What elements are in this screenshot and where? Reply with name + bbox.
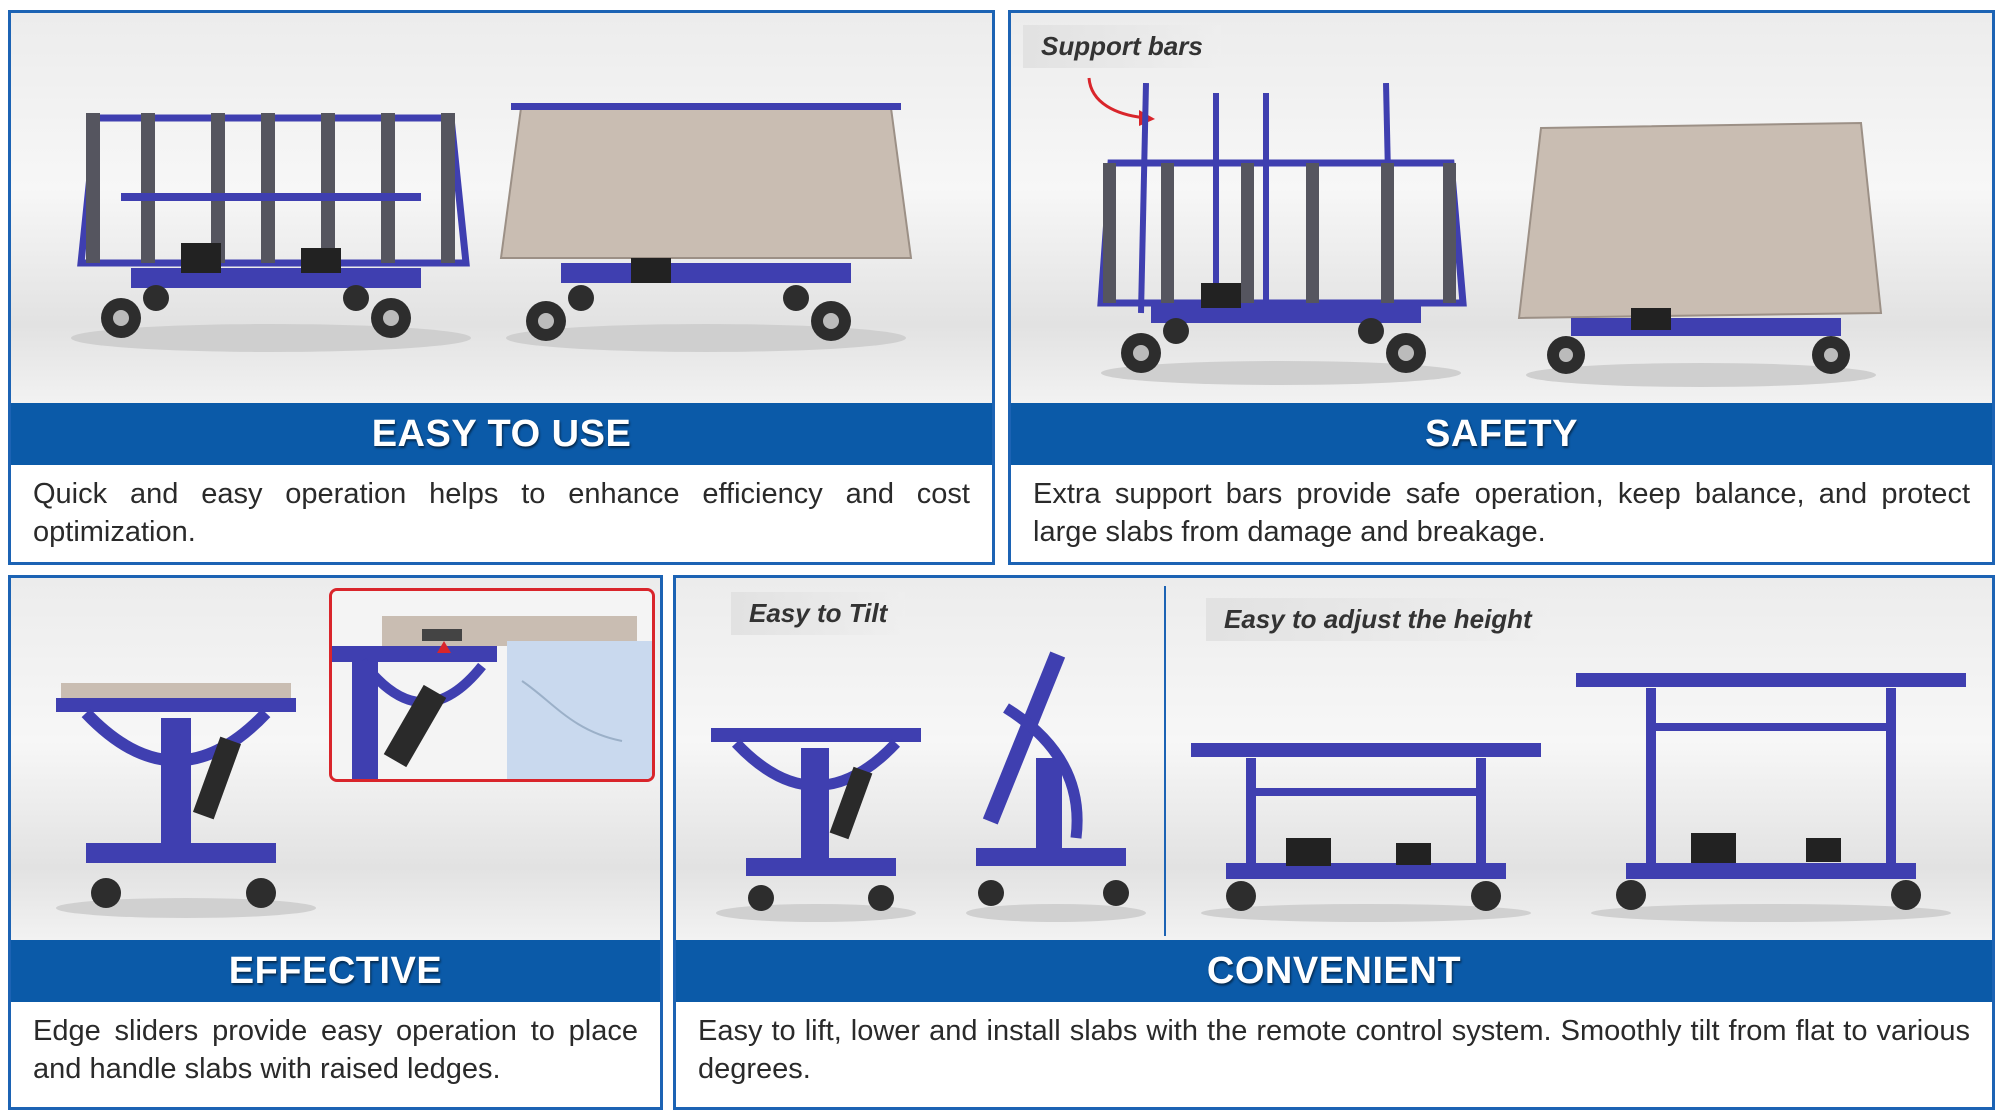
- cart-flat-side-view-image: [711, 728, 921, 922]
- product-photo-effective: [11, 578, 660, 940]
- panel-title: EFFECTIVE: [11, 940, 660, 1002]
- edge-slider-closeup-image: [332, 591, 652, 779]
- panel-safety: Support bars: [1008, 10, 1995, 565]
- cart-with-frame-image: [71, 113, 471, 352]
- panel-description: Extra support bars provide safe operatio…: [1033, 478, 1970, 548]
- panel-easy-to-use: EASY TO USE Quick and easy operation hel…: [8, 10, 995, 565]
- cart-with-slab-image: [499, 103, 913, 352]
- panel-effective: EFFECTIVE Edge sliders provide easy oper…: [8, 575, 663, 1110]
- easy-to-tilt-callout: Easy to Tilt: [731, 592, 906, 635]
- edge-slider-detail-inset: [329, 588, 655, 782]
- panel-title: CONVENIENT: [676, 940, 1992, 1002]
- product-photo-safety: Support bars: [1011, 13, 1992, 403]
- cart-with-support-bars-image: [1097, 83, 1467, 385]
- product-photo-easy-to-use: [11, 13, 992, 403]
- cart-lowered-height-image: [1191, 743, 1541, 922]
- cart-raised-height-image: [1576, 673, 1966, 922]
- panel-title: EASY TO USE: [11, 403, 992, 465]
- section-divider: [1164, 586, 1166, 936]
- panel-description: Edge sliders provide easy operation to p…: [33, 1015, 638, 1085]
- adjust-height-callout: Easy to adjust the height: [1206, 598, 1550, 641]
- panel-description: Quick and easy operation helps to enhanc…: [33, 478, 970, 548]
- cart-side-view-image: [56, 683, 316, 918]
- panel-title: SAFETY: [1011, 403, 1992, 465]
- support-bars-callout: Support bars: [1023, 25, 1221, 68]
- panel-description: Easy to lift, lower and install slabs wi…: [698, 1015, 1970, 1085]
- cart-with-large-slab-image: [1517, 121, 1883, 387]
- product-photo-convenient: Easy to Tilt Easy to adjust the height: [676, 578, 1992, 940]
- panel-convenient: Easy to Tilt Easy to adjust the height: [673, 575, 1995, 1110]
- cart-tilted-side-view-image: [966, 651, 1146, 922]
